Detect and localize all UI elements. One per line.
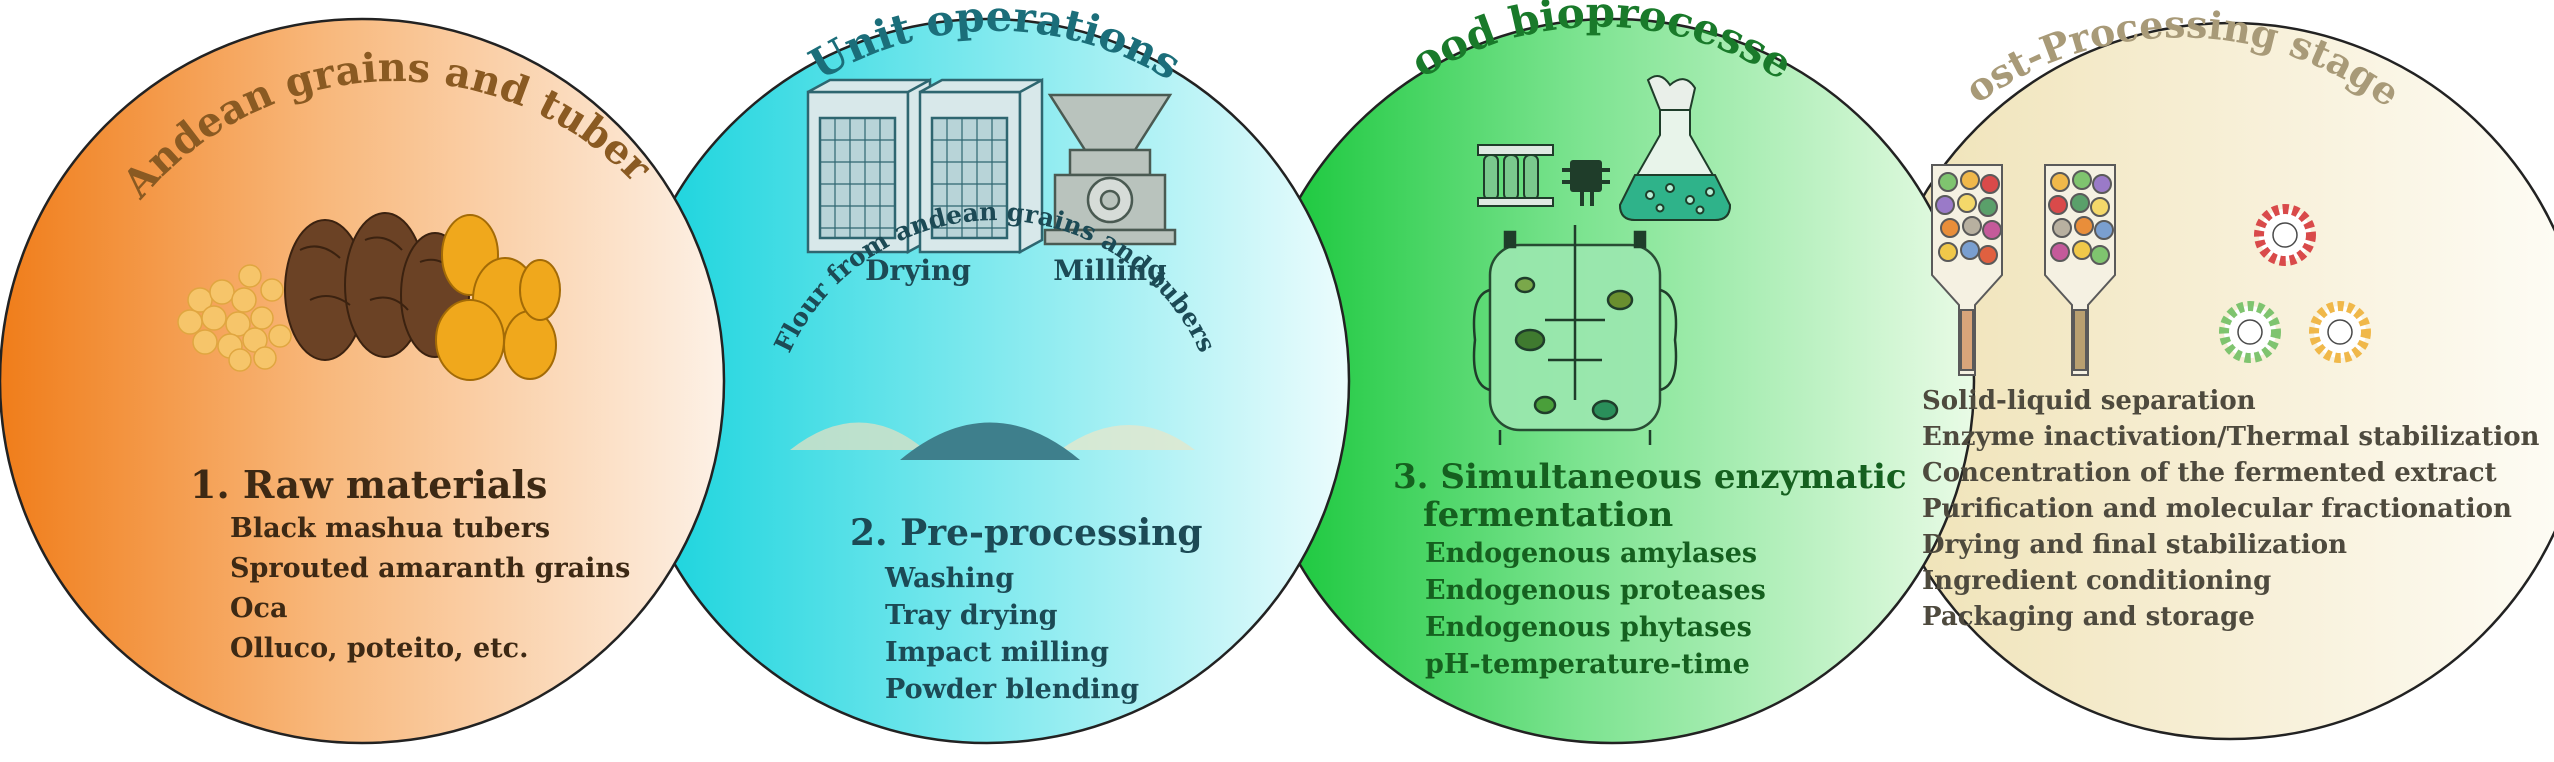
- test-tubes-icon: [1477, 144, 1554, 207]
- erlenmeyer-flask-icon: [1618, 75, 1732, 221]
- bio-item: pH-temperature-time: [1425, 649, 1750, 680]
- bio-item: Endogenous proteases: [1425, 575, 1766, 606]
- impact-mill-icon: [1043, 93, 1177, 246]
- tray-dryer-icon: [806, 77, 1044, 255]
- bioprocess-heading-line2: fermentation: [1423, 495, 1674, 536]
- separation-column-icon-1: [1931, 164, 2003, 376]
- post-processing-list: Solid-liquid separation Enzyme inactivat…: [1922, 388, 2539, 630]
- raw-materials-heading: 1. Raw materials: [190, 462, 548, 507]
- post-item: Drying and final stabilization: [1922, 530, 2347, 560]
- raw-materials-circle: [0, 17, 726, 745]
- post-item: Enzyme inactivation/Thermal stabilizatio…: [1922, 422, 2540, 452]
- post-item: Packaging and storage: [1922, 602, 2255, 632]
- raw-item: Oca: [230, 593, 288, 624]
- pre-item: Impact milling: [885, 637, 1109, 668]
- post-item: Concentration of the fermented extract: [1922, 458, 2497, 488]
- separation-column-icon-2: [2044, 164, 2116, 376]
- post-item: Ingredient conditioning: [1922, 566, 2272, 596]
- raw-item: Black mashua tubers: [230, 513, 551, 544]
- pre-item: Tray drying: [885, 600, 1058, 631]
- bioreactor-icon: [1472, 225, 1678, 445]
- oca-tubers-icon: [435, 214, 561, 381]
- post-item: Solid-liquid separation: [1922, 386, 2256, 416]
- pre-processing-list: Washing Tray drying Impact milling Powde…: [885, 565, 1139, 703]
- microchip-icon: [1562, 160, 1610, 206]
- bioprocess-list: Endogenous amylases Endogenous proteases…: [1425, 540, 1766, 678]
- micelle-structures-icon: [2219, 204, 2371, 363]
- flour-piles-icon: [790, 422, 1195, 460]
- pre-item: Washing: [885, 563, 1015, 594]
- dryer-grid-lines: [820, 118, 1007, 238]
- pre-processing-heading: 2. Pre-processing: [850, 512, 1203, 554]
- post-item: Purification and molecular fractionation: [1922, 494, 2512, 524]
- bio-item: Endogenous phytases: [1425, 612, 1752, 643]
- bio-item: Endogenous amylases: [1425, 538, 1758, 569]
- black-mashua-tubers-icon: [284, 212, 470, 361]
- milling-label: Milling: [1053, 254, 1166, 287]
- drying-label: Drying: [865, 254, 971, 287]
- pre-item: Powder blending: [885, 674, 1140, 705]
- raw-materials-list: Black mashua tubers Sprouted amaranth gr…: [230, 515, 630, 662]
- bioprocess-heading-line1: 3. Simultaneous enzymatic: [1393, 457, 1907, 497]
- amaranth-grains-icon: [177, 264, 292, 372]
- raw-item: Olluco, poteito, etc.: [230, 633, 529, 664]
- raw-item: Sprouted amaranth grains: [230, 553, 631, 584]
- bioprocess-heading: 3. Simultaneous enzymatic fermentation: [1393, 458, 1907, 534]
